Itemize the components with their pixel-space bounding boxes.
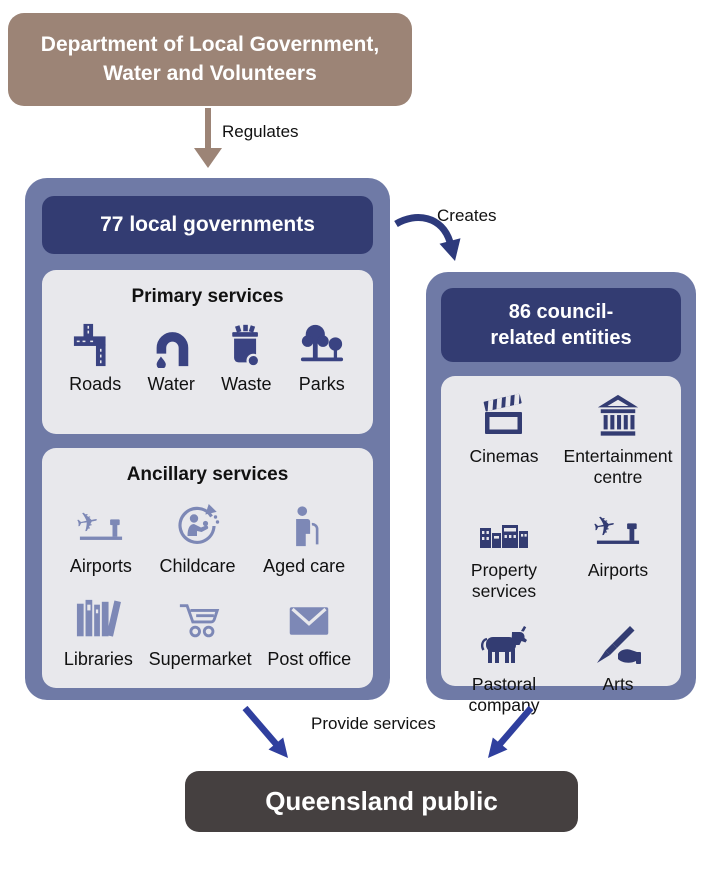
person-cane-icon bbox=[283, 500, 325, 550]
service-label: Airports bbox=[69, 556, 132, 576]
service-item-childcare: Childcare bbox=[159, 500, 236, 577]
creates-label: Creates bbox=[437, 206, 497, 225]
buildings-icon bbox=[478, 502, 530, 554]
ancillary-services-box: Ancillary services ✈ Airports bbox=[42, 448, 373, 688]
service-item-aged-care: Aged care bbox=[263, 500, 345, 577]
provide-services-label: Provide services bbox=[311, 714, 436, 733]
childcare-cycle-icon bbox=[173, 500, 221, 550]
primary-services-box: Primary services bbox=[42, 270, 373, 434]
council-entities-title: 86 council-related entities bbox=[490, 301, 632, 349]
creates-curved-arrow-icon bbox=[394, 214, 461, 261]
entity-item-arts: Arts bbox=[563, 616, 673, 716]
regulates-label: Regulates bbox=[222, 122, 299, 141]
provide-services-arrows-icon bbox=[242, 705, 534, 758]
primary-services-title: Primary services bbox=[131, 286, 284, 307]
airplane-tower-icon: ✈ bbox=[593, 502, 643, 554]
ancillary-services-title: Ancillary services bbox=[126, 464, 289, 485]
cow-icon bbox=[478, 616, 530, 668]
water-tap-icon bbox=[148, 318, 194, 368]
svg-text:✈: ✈ bbox=[76, 505, 101, 538]
clapperboard-icon bbox=[480, 388, 528, 440]
service-label: Roads bbox=[69, 374, 122, 394]
local-governments-panel: 77 local governments Primary services bbox=[25, 178, 390, 700]
local-governments-title: 77 local governments bbox=[100, 213, 315, 236]
envelope-icon bbox=[285, 593, 333, 643]
service-item-post-office: Post office bbox=[267, 593, 351, 670]
service-item-parks: Parks bbox=[298, 318, 346, 395]
queensland-public-box: Queensland public bbox=[185, 771, 578, 832]
roads-icon bbox=[72, 318, 118, 368]
department-box: Department of Local Government, Water an… bbox=[8, 13, 412, 106]
service-item-waste: Waste bbox=[221, 318, 272, 395]
regulates-down-arrow-icon bbox=[194, 108, 222, 168]
entity-item-entertainment-centre: Entertainment centre bbox=[563, 388, 673, 488]
paintbrush-hand-icon bbox=[594, 616, 642, 668]
shopping-cart-icon bbox=[176, 593, 224, 643]
entity-label: Property services bbox=[470, 560, 538, 601]
service-label: Libraries bbox=[63, 649, 133, 669]
service-item-supermarket: Supermarket bbox=[149, 593, 252, 670]
department-label: Department of Local Government, Water an… bbox=[40, 33, 380, 85]
service-item-airports: ✈ Airports bbox=[70, 500, 132, 577]
columned-building-icon bbox=[595, 388, 641, 440]
service-item-roads: Roads bbox=[69, 318, 121, 395]
entity-label: Pastoral company bbox=[468, 674, 540, 715]
service-label: Aged care bbox=[263, 556, 346, 576]
books-icon bbox=[75, 593, 122, 643]
council-entities-panel: 86 council-related entities bbox=[426, 272, 696, 715]
entity-item-airports: ✈ Airports bbox=[563, 502, 673, 602]
airplane-tower-icon: ✈ bbox=[76, 500, 126, 550]
service-label: Post office bbox=[267, 649, 352, 669]
entity-label: Cinemas bbox=[469, 446, 539, 466]
service-label: Parks bbox=[298, 374, 345, 394]
entity-item-pastoral-company: Pastoral company bbox=[449, 616, 559, 716]
local-governments-header: 77 local governments bbox=[42, 196, 373, 254]
service-label: Water bbox=[147, 374, 195, 394]
service-item-libraries: Libraries bbox=[64, 593, 133, 670]
waste-bin-icon bbox=[224, 318, 268, 368]
queensland-public-label: Queensland public bbox=[265, 786, 498, 816]
service-label: Waste bbox=[221, 374, 272, 394]
council-entities-header: 86 council-related entities bbox=[441, 288, 681, 362]
service-label: Supermarket bbox=[148, 649, 252, 669]
entity-label: Entertainment centre bbox=[563, 446, 673, 487]
trees-icon bbox=[298, 318, 346, 368]
service-item-water: Water bbox=[148, 318, 195, 395]
service-label: Childcare bbox=[159, 556, 236, 576]
entity-item-cinemas: Cinemas bbox=[449, 388, 559, 488]
entity-label: Airports bbox=[587, 560, 649, 580]
entity-item-property-services: Property services bbox=[449, 502, 559, 602]
svg-text:✈: ✈ bbox=[593, 509, 618, 542]
entity-label: Arts bbox=[602, 674, 634, 694]
council-entities-box: Cinemas bbox=[441, 376, 681, 715]
